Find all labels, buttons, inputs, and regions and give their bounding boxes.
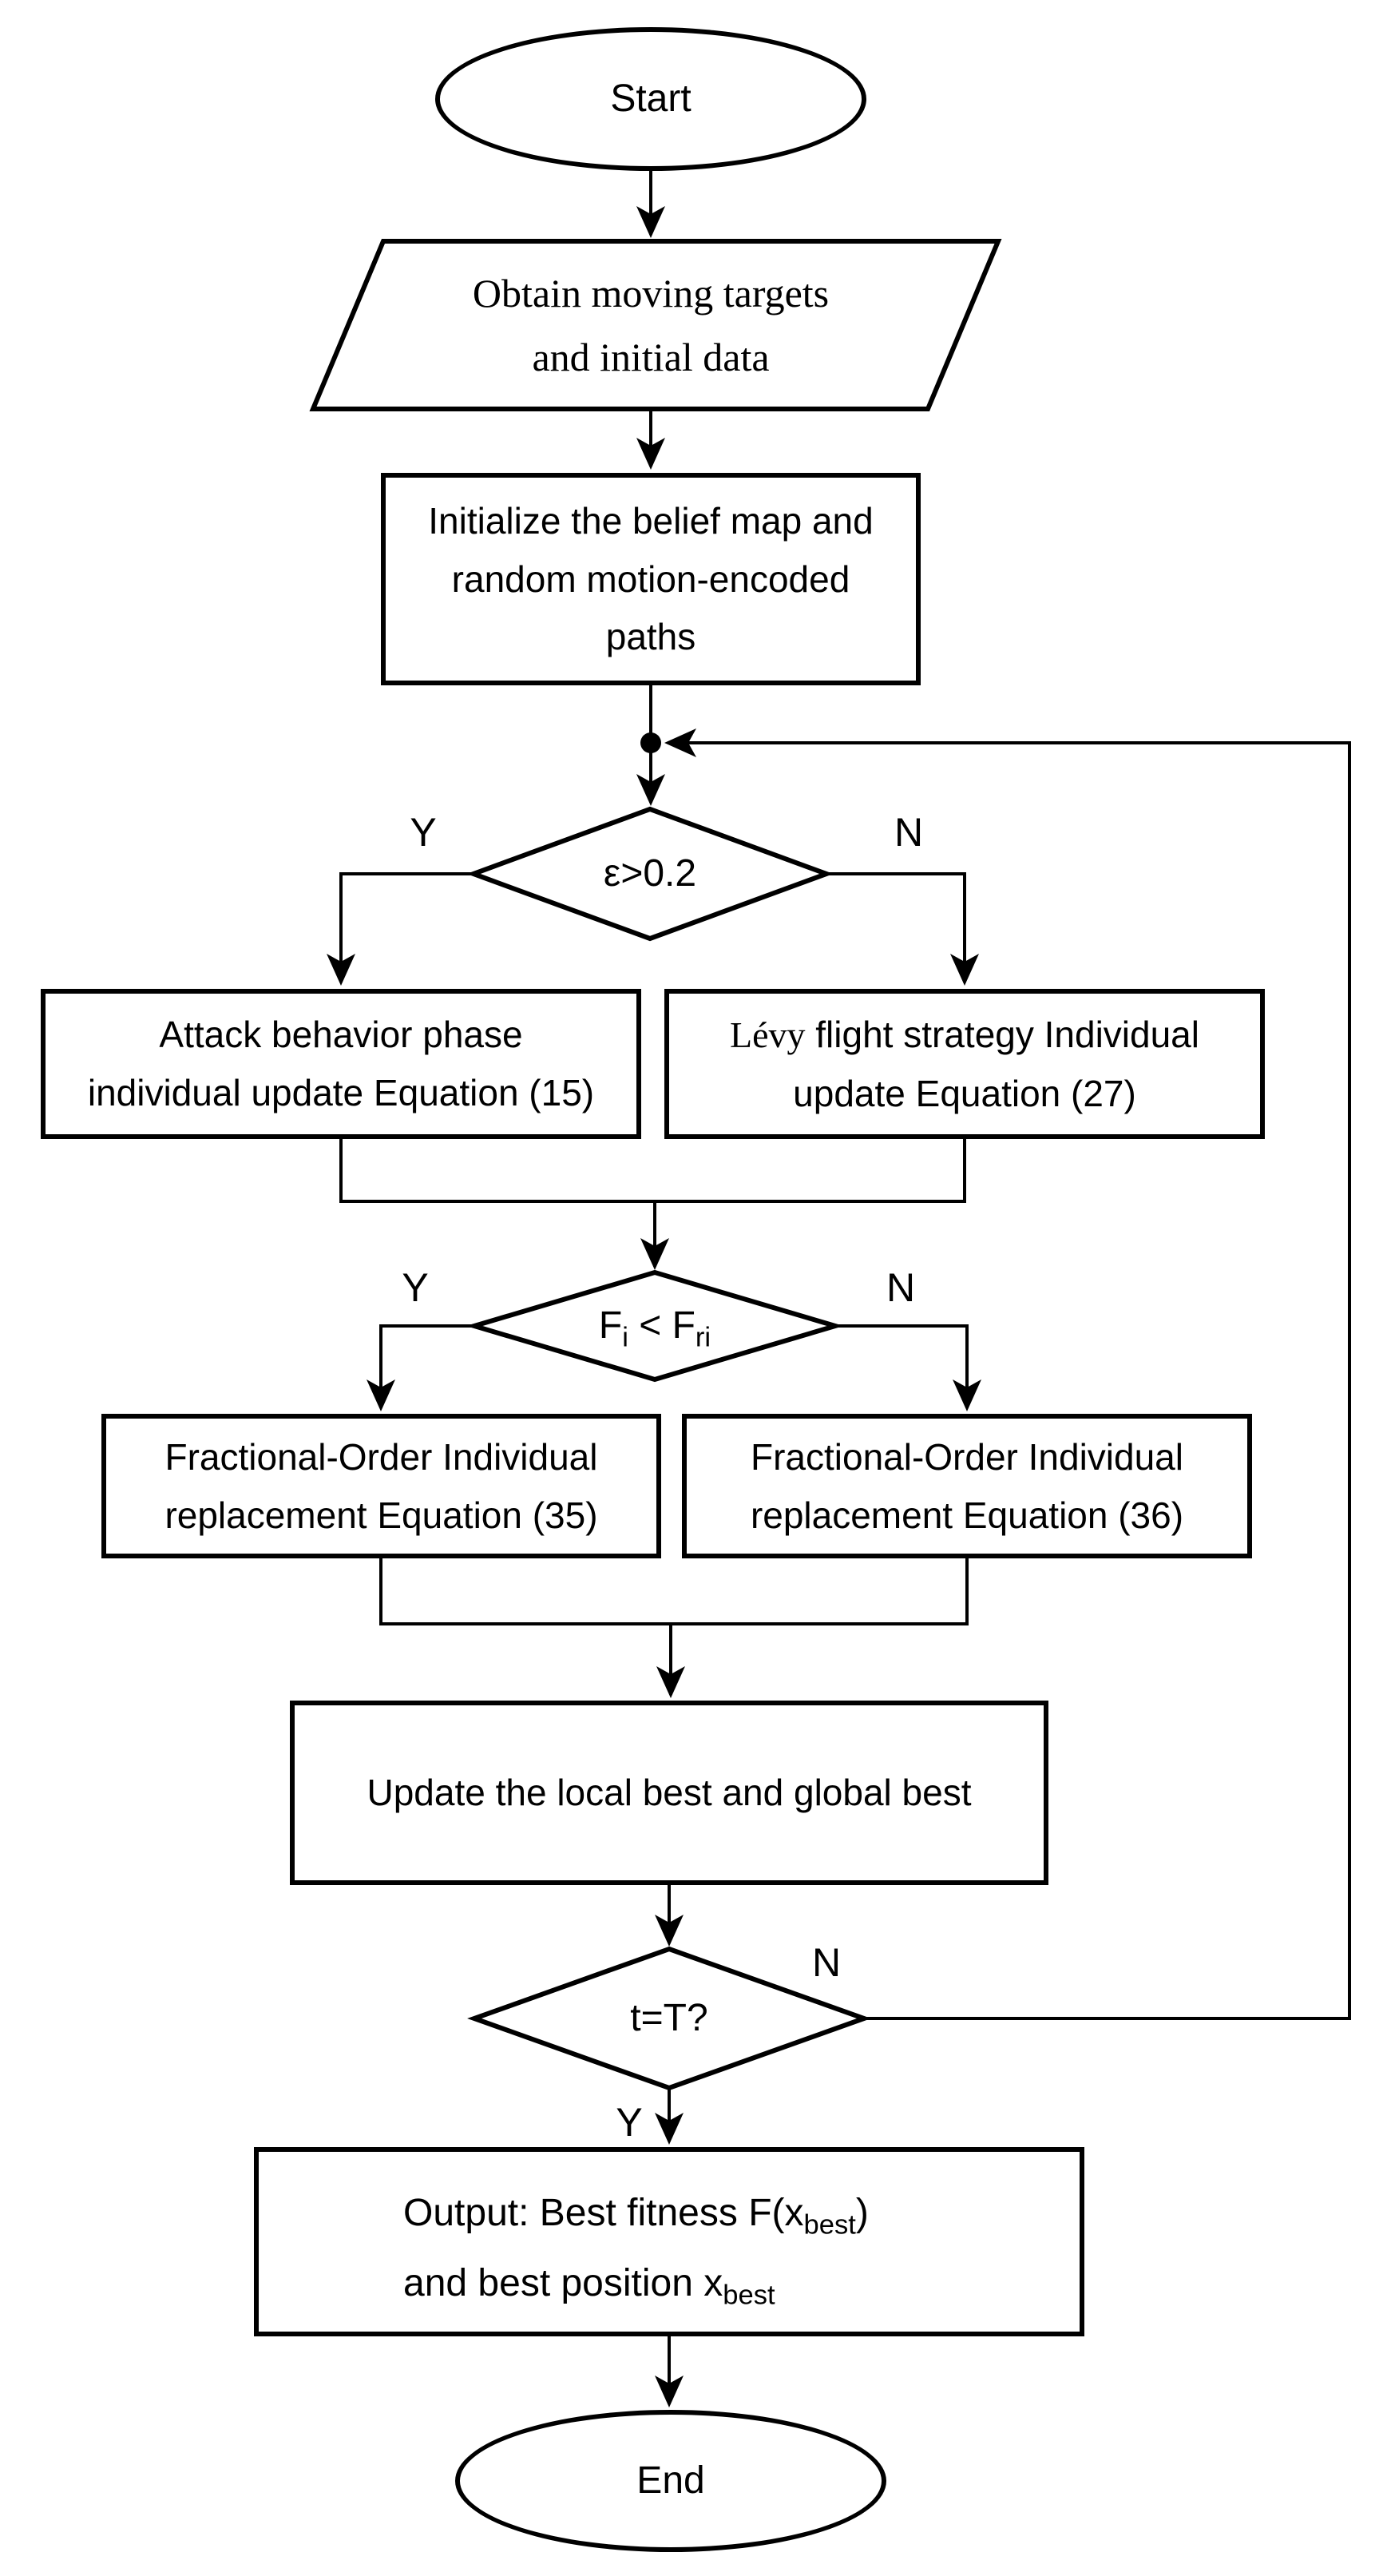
output-line1-sub: best (803, 2209, 856, 2241)
obtain-line1: Obtain moving targets (472, 271, 830, 316)
merge-line-2 (379, 1558, 969, 1625)
replacement-35-line1: Fractional-Order Individual (164, 1435, 598, 1478)
epsilon-diamond (466, 806, 834, 942)
epsilon-condition-text: ε>0.2 (603, 852, 697, 895)
obtain-line2: and initial data (532, 335, 770, 379)
arrow-epsilon-yes (327, 872, 474, 986)
fitness-condition: Fi < Fri (535, 1300, 775, 1352)
output-line1: Output: Best fitness F(xbest) (403, 2190, 869, 2239)
merge-line-1 (339, 1139, 966, 1203)
initialize-line2: random motion-encoded (451, 558, 850, 600)
initialize-node: Initialize the belief map and random mot… (381, 473, 921, 685)
levy-serif-word: Lévy (729, 1014, 806, 1055)
fitness-yes-label: Y (387, 1262, 443, 1313)
termination-condition: t=T? (549, 1993, 789, 2044)
termination-no-text: N (811, 1940, 842, 1985)
fitness-rhs: F (672, 1304, 695, 1347)
attack-phase-node: Attack behavior phase individual update … (41, 989, 641, 1139)
replacement-36-node: Fractional-Order Individual replacement … (682, 1414, 1252, 1558)
attack-line2: individual update Equation (15) (87, 1072, 595, 1113)
arrow-epsilon-no (826, 872, 979, 986)
update-best-node: Update the local best and global best (290, 1701, 1048, 1885)
levy-line1: Lévy flight strategy Individual (730, 1006, 1199, 1065)
termination-yes-label: Y (601, 2097, 657, 2148)
fitness-no-text: N (886, 1265, 916, 1310)
update-best-label: Update the local best and global best (367, 1772, 972, 1814)
end-label: End (636, 2459, 705, 2503)
termination-condition-text: t=T? (630, 1997, 708, 2039)
output-line2-sub: best (723, 2280, 775, 2311)
end-node: End (455, 2410, 886, 2552)
fitness-operator: < (628, 1304, 672, 1347)
output-line1-pre: Output: Best fitness F(x (403, 2192, 804, 2234)
termination-no-label: N (799, 1937, 854, 1988)
fitness-lhs: F (598, 1304, 623, 1347)
fitness-no-label: N (873, 1262, 929, 1313)
arrow-fitness-yes (367, 1324, 474, 1411)
epsilon-no-label: N (881, 807, 937, 858)
replacement-35-node: Fractional-Order Individual replacement … (101, 1414, 661, 1558)
attack-line1: Attack behavior phase (159, 1014, 523, 1056)
fitness-diamond (466, 1269, 844, 1383)
levy-line2: update Equation (27) (793, 1072, 1136, 1114)
output-node (254, 2147, 1084, 2336)
fitness-lhs-sub: i (622, 1322, 628, 1353)
start-node: Start (435, 27, 866, 171)
fitness-rhs-sub: ri (695, 1322, 711, 1353)
loop-back-line (664, 728, 1351, 2020)
epsilon-yes-label: Y (395, 807, 451, 858)
epsilon-condition: ε>0.2 (530, 848, 770, 899)
output-line2-pre: and best position x (403, 2262, 723, 2304)
fitness-yes-text: Y (402, 1265, 429, 1310)
levy-flight-node: Lévy flight strategy Individual update E… (664, 989, 1265, 1139)
termination-yes-text: Y (616, 2100, 643, 2145)
junction-dot (640, 732, 661, 753)
arrow-fitness-no (835, 1324, 981, 1411)
fitness-condition-text: Fi < Fri (599, 1297, 711, 1355)
output-line2: and best position xbest (403, 2260, 775, 2309)
output-line1-post: ) (855, 2192, 869, 2234)
replacement-36-line1: Fractional-Order Individual (750, 1435, 1183, 1478)
epsilon-no-text: N (894, 810, 924, 855)
initialize-line3: paths (605, 616, 696, 658)
obtain-node-text: Obtain moving targets and initial data (343, 257, 958, 393)
replacement-35-line2: replacement Equation (35) (164, 1494, 598, 1536)
replacement-36-line2: replacement Equation (36) (750, 1494, 1184, 1536)
start-label: Start (610, 77, 692, 121)
obtain-parallelogram (309, 239, 1002, 411)
termination-diamond (467, 1946, 871, 2091)
initialize-line1: Initialize the belief map and (428, 499, 874, 542)
levy-line1-rest: flight strategy Individual (805, 1013, 1199, 1055)
epsilon-yes-text: Y (410, 810, 437, 855)
